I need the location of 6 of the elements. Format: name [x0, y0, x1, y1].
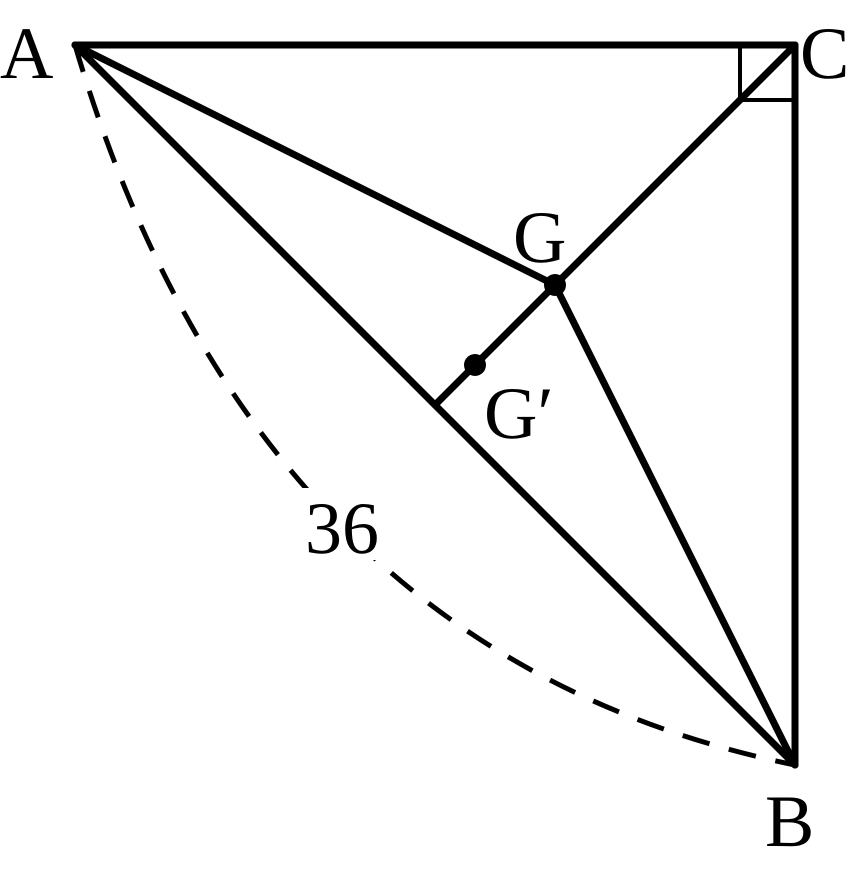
point-label: G [513, 197, 566, 279]
vertex-label: C [800, 13, 850, 95]
point-label: G′ [484, 373, 554, 455]
length-label: 36 [305, 488, 379, 570]
vertex-label: B [765, 781, 814, 863]
vertex-label: A [0, 13, 54, 95]
